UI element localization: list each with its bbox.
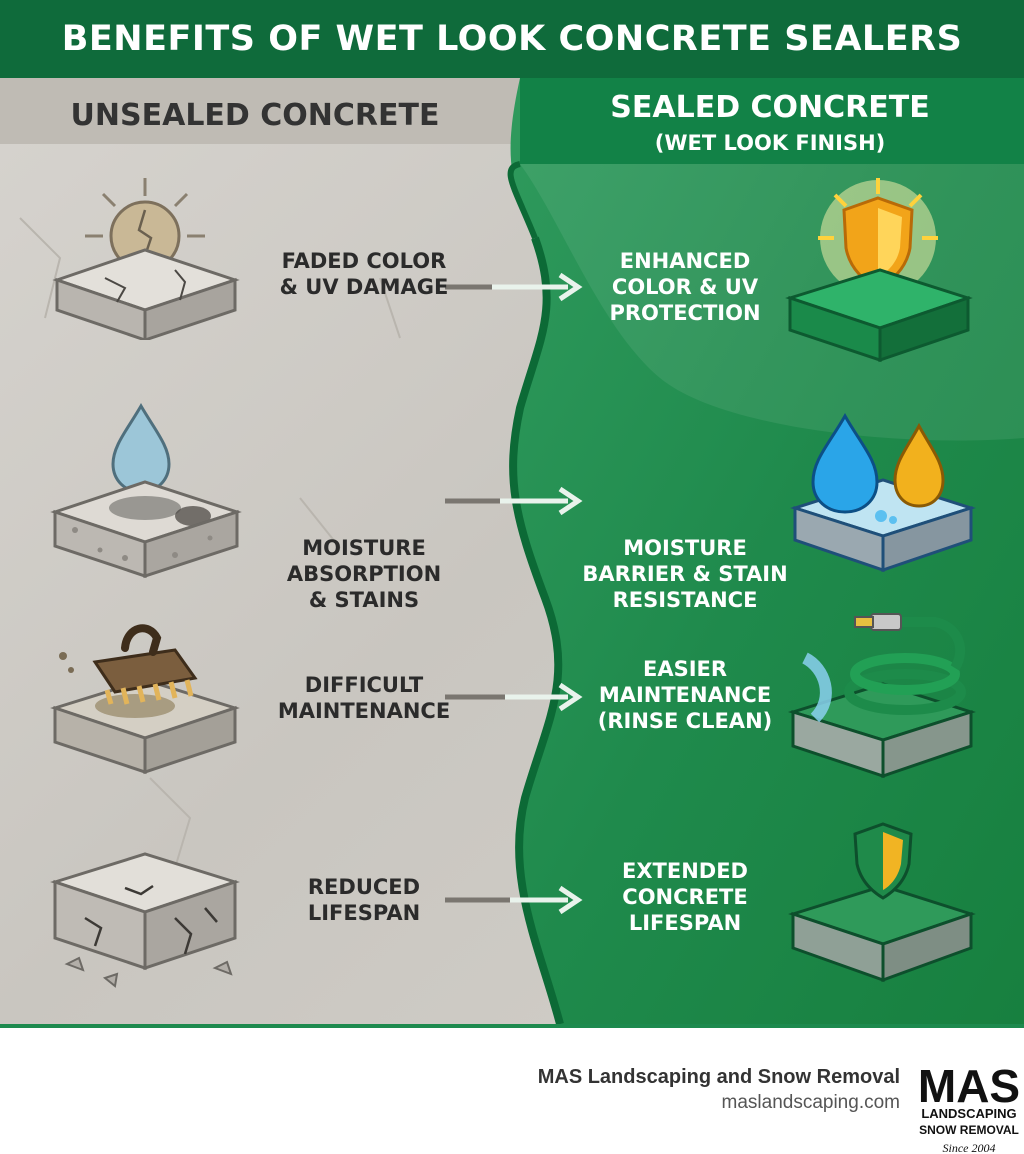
mas-logo: MAS LANDSCAPING SNOW REMOVAL Since 2004 — [918, 1060, 1020, 1154]
shield-green-block-icon — [788, 822, 976, 983]
arrow-row-4 — [445, 885, 583, 915]
row-4-sealed-label: EXTENDED CONCRETE LIFESPAN — [622, 859, 748, 935]
logo-main-text: MAS — [918, 1060, 1020, 1112]
water-oil-drops-block-icon — [790, 412, 976, 573]
page-title: BENEFITS OF WET LOOK CONCRETE SEALERS — [61, 19, 963, 59]
shield-sun-block-icon — [785, 178, 973, 363]
row-1-sealed-label: ENHANCED COLOR & UV PROTECTION — [609, 249, 761, 325]
company-url-link[interactable]: maslandscaping.com — [721, 1092, 900, 1113]
footer-divider — [0, 1024, 1024, 1028]
arrow-row-1 — [445, 272, 583, 302]
row-2-sealed-label: MOISTURE BARRIER & STAIN RESISTANCE — [582, 536, 788, 612]
water-drop-stained-concrete-icon — [50, 403, 242, 579]
crumbling-concrete-icon — [50, 852, 240, 988]
row-1-unsealed-label: FADED COLOR & UV DAMAGE — [279, 249, 449, 299]
cracked-sun-concrete-icon — [52, 178, 240, 340]
logo-line-1: LANDSCAPING — [921, 1106, 1016, 1121]
comparison-area: UNSEALED CONCRETE SEALED CONCRETE (WET L… — [0, 78, 1024, 1024]
row-3-sealed-label: EASIER MAINTENANCE (RINSE CLEAN) — [597, 657, 773, 733]
sealed-column-title: SEALED CONCRETE — [610, 90, 930, 125]
sealed-column-subtitle: (WET LOOK FINISH) — [654, 131, 886, 155]
logo-line-2: SNOW REMOVAL — [919, 1123, 1019, 1137]
sealed-column-header: SEALED CONCRETE (WET LOOK FINISH) — [520, 90, 1020, 155]
row-2-unsealed-label: MOISTURE ABSORPTION & STAINS — [286, 536, 442, 612]
arrow-row-3 — [445, 682, 583, 712]
row-4-unsealed-label: REDUCED LIFESPAN — [307, 875, 421, 925]
row-3-unsealed-label: DIFFICULT MAINTENANCE — [277, 673, 451, 723]
footer: MAS Landscaping and Snow Removal masland… — [0, 1024, 1024, 1154]
garden-hose-block-icon — [787, 613, 976, 779]
logo-since: Since 2004 — [943, 1141, 996, 1154]
header-bar: BENEFITS OF WET LOOK CONCRETE SEALERS — [0, 0, 1024, 78]
unsealed-column-title: UNSEALED CONCRETE — [70, 98, 440, 133]
company-name: MAS Landscaping and Snow Removal — [537, 1066, 900, 1088]
scrub-brush-dirty-concrete-icon — [50, 624, 240, 775]
arrow-row-2 — [445, 486, 583, 516]
